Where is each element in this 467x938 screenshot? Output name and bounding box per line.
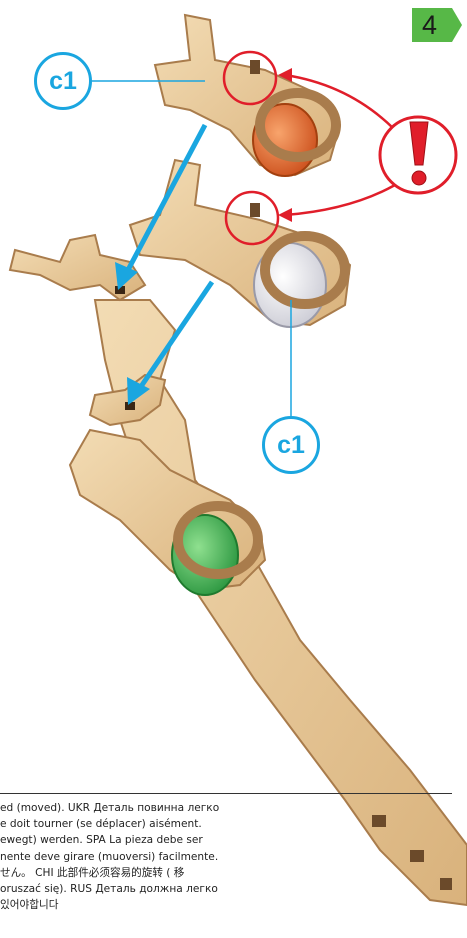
warning-exclamation-icon — [380, 117, 456, 193]
warning-pointer-middle — [278, 185, 395, 222]
instruction-line: nente deve girare (muoversi) facilmente. — [0, 849, 452, 865]
callout-c1-bottom: c1 — [262, 416, 320, 474]
clip-with-white-ball — [130, 160, 350, 327]
instruction-line: e doit tourner (se déplacer) aisément. — [0, 816, 452, 832]
instruction-line: oruszać się). RUS Деталь должна легко — [0, 881, 452, 897]
multilingual-instructions: ed (moved). UKR Деталь повинна легко e d… — [0, 793, 452, 913]
instruction-line: ewegt) werden. SPA La pieza debe ser — [0, 832, 452, 848]
instruction-line: 있어야합니다 — [0, 897, 452, 913]
instruction-line: せん。 CHI 此部件必须容易的旋转 ( 移 — [0, 865, 452, 881]
callout-c1-top: c1 — [34, 52, 92, 110]
step-number-badge: 4 — [412, 8, 460, 42]
instruction-line: ed (moved). UKR Деталь повинна легко — [0, 800, 452, 816]
step-number: 4 — [422, 10, 437, 41]
clip-with-orange-ball — [155, 15, 340, 176]
